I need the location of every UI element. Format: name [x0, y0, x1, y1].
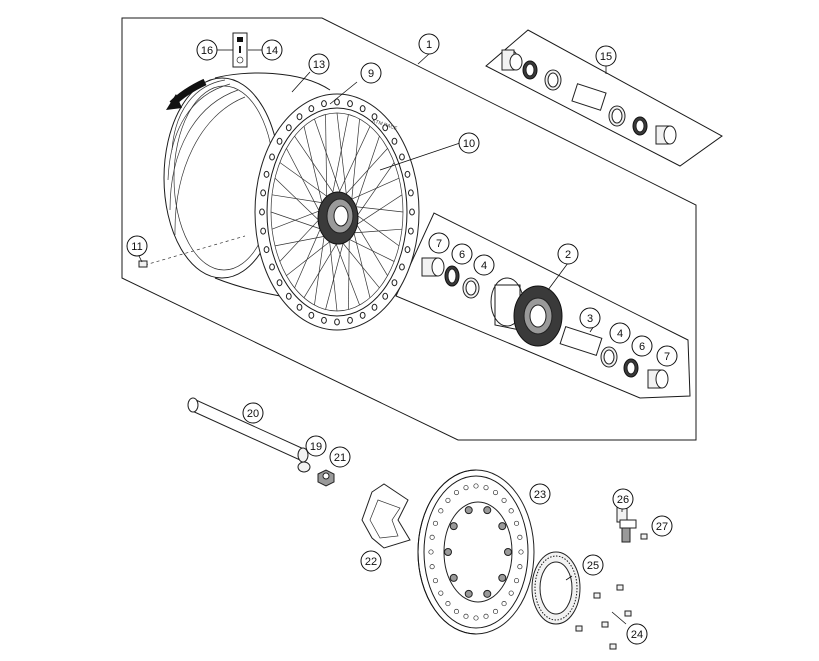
callout-c26: 26: [612, 488, 634, 510]
callout-circle: [582, 554, 604, 576]
disc-carrier: [361, 483, 411, 549]
callout-circle: [428, 232, 450, 254]
callout-c24: 24: [626, 623, 648, 645]
callout-label: 25: [587, 560, 599, 572]
callout-c7a: 7: [428, 232, 450, 254]
callout-label: 9: [368, 68, 374, 80]
callout-circle: [626, 623, 648, 645]
callout-c25: 25: [582, 554, 604, 576]
callout-circle: [418, 33, 440, 55]
callout-circle: [329, 446, 351, 468]
callout-circle: [529, 483, 551, 505]
callout-label: 6: [459, 249, 465, 261]
callout-circle: [305, 435, 327, 457]
rim-nipples: [259, 98, 415, 326]
callout-circle: [308, 53, 330, 75]
callout-circle: [579, 307, 601, 329]
callout-circle: [595, 45, 617, 67]
callout-c4a: 4: [473, 254, 495, 276]
callout-circle: [612, 488, 634, 510]
callout-c2: 2: [557, 243, 579, 265]
callout-label: 15: [600, 51, 612, 63]
callout-circle: [242, 402, 264, 424]
callout-circle: [458, 132, 480, 154]
valve: [138, 235, 246, 268]
callout-label: 1: [426, 39, 432, 51]
callout-circle: [656, 345, 678, 367]
callout-circle: [557, 243, 579, 265]
callout-c4b: 4: [609, 322, 631, 344]
abs-sensor-ring: [531, 551, 581, 625]
callout-circle: [360, 62, 382, 84]
callout-circle: [609, 322, 631, 344]
callout-label: 10: [463, 138, 475, 150]
callout-circle: [261, 39, 283, 61]
callout-c11: 11: [126, 235, 148, 257]
callout-c21: 21: [329, 446, 351, 468]
assembly-frame-main: [121, 17, 697, 441]
callout-label: 26: [617, 494, 629, 506]
callout-label: 14: [266, 45, 278, 57]
axle-group: [187, 397, 335, 487]
callout-c6b: 6: [631, 335, 653, 357]
callout-label: 7: [436, 238, 442, 250]
callout-label: 27: [656, 521, 668, 533]
callout-c15: 15: [595, 45, 617, 67]
spokes: [270, 112, 404, 312]
callout-c9: 9: [360, 62, 382, 84]
callout-c1: 1: [418, 33, 440, 55]
callout-label: 16: [201, 45, 213, 57]
callout-circle: [651, 515, 673, 537]
callout-label: 24: [631, 629, 643, 641]
callout-c3: 3: [579, 307, 601, 329]
callout-c19: 19: [305, 435, 327, 457]
callout-circle: [196, 39, 218, 61]
callout-c27: 27: [651, 515, 673, 537]
wheel-speed-sensor: [616, 505, 648, 543]
callout-label: 6: [639, 341, 645, 353]
callout-circle: [473, 254, 495, 276]
callout-label: 20: [247, 408, 259, 420]
callout-label: 7: [664, 351, 670, 363]
callout-c6a: 6: [451, 243, 473, 265]
bearing-set-upper: [501, 49, 677, 145]
hub-group: [421, 257, 669, 389]
callout-label: 23: [534, 489, 546, 501]
callout-label: 19: [310, 441, 322, 453]
rim-inner: [266, 107, 408, 317]
callout-circle: [126, 235, 148, 257]
callout-circle: [360, 550, 382, 572]
tire-symbols-icon: [232, 32, 248, 68]
leader-lines: [137, 49, 627, 625]
callout-label: 13: [313, 59, 325, 71]
assembly-frame-bearings-upper: [485, 29, 723, 167]
callout-c23: 23: [529, 483, 551, 505]
callout-circle: [451, 243, 473, 265]
callout-label: 3: [587, 313, 593, 325]
callout-c16: 16: [196, 39, 218, 61]
callout-circle: [631, 335, 653, 357]
callout-label: 2: [565, 249, 571, 261]
brake-disc: [417, 469, 535, 635]
callout-label: 22: [365, 556, 377, 568]
callout-label: 4: [481, 260, 487, 272]
callout-label: 21: [334, 452, 346, 464]
callout-label: 11: [131, 241, 142, 253]
wheel-assembly: KTM RACE: [138, 72, 420, 331]
curved-arrow-icon: [166, 78, 207, 110]
assembly-frame-hub: [395, 212, 691, 399]
callout-c13: 13: [308, 53, 330, 75]
callout-c10: 10: [458, 132, 480, 154]
disc-screws: [575, 584, 632, 650]
callout-label: 4: [617, 328, 623, 340]
callout-c14: 14: [261, 39, 283, 61]
callout-c20: 20: [242, 402, 264, 424]
callout-c22: 22: [360, 550, 382, 572]
callout-c7b: 7: [656, 345, 678, 367]
